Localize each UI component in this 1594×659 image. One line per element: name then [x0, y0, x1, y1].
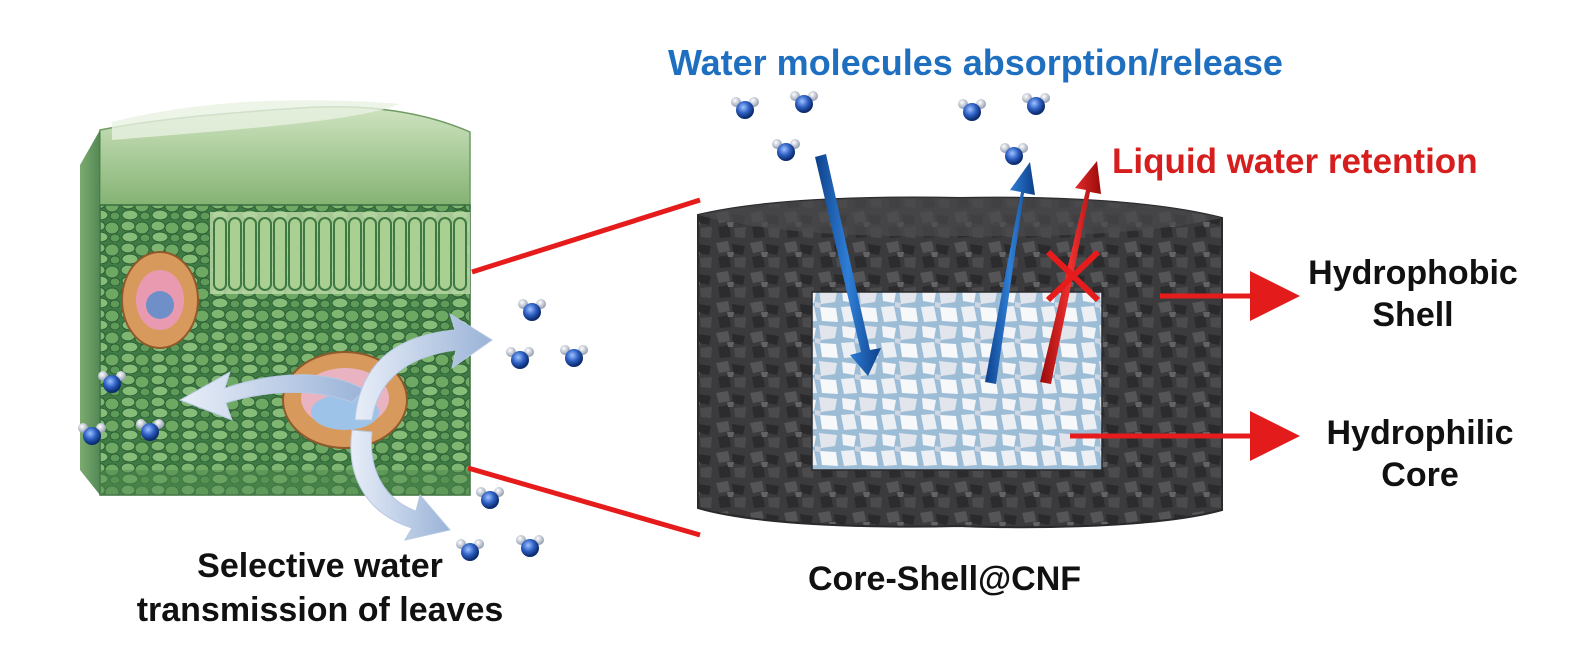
water-molecule: [560, 345, 588, 367]
water-molecule: [772, 139, 800, 161]
palisade-cell: [423, 217, 437, 291]
core-shell-block: [697, 196, 1223, 529]
palisade-cell: [348, 217, 362, 291]
palisade-cell: [393, 217, 407, 291]
palisade-cell: [318, 217, 332, 291]
hydrophilic-line1: Hydrophilic: [1326, 414, 1514, 452]
hydrophobic-line1: Hydrophobic: [1308, 254, 1518, 292]
liquid-retention-label: Liquid water retention: [1112, 142, 1478, 181]
palisade-cell: [303, 217, 317, 291]
vapor-in-arrow: [815, 154, 881, 376]
palisade-cell: [258, 217, 272, 291]
transmission-arrows: [178, 312, 493, 541]
water-molecule: [1000, 143, 1028, 165]
palisade-cell: [228, 217, 242, 291]
leaf-line1: Selective water: [197, 547, 443, 585]
water-molecule: [518, 299, 546, 321]
zoom-line-bottom: [467, 465, 701, 538]
hydrophobic-line2: Shell: [1372, 296, 1454, 334]
hydrophilic-line2: Core: [1381, 456, 1459, 494]
zoom-line-top: [471, 197, 701, 275]
water-molecule: [1022, 93, 1050, 115]
water-molecule: [731, 97, 759, 119]
water-molecule: [790, 91, 818, 113]
vapor-out-arrow: [985, 162, 1035, 384]
palisade-cell: [243, 217, 257, 291]
water-molecule: [516, 535, 544, 557]
palisade-cell: [213, 217, 227, 291]
palisade-cell: [333, 217, 347, 291]
palisade-cell: [453, 217, 467, 291]
leaf-line2: transmission of leaves: [136, 591, 504, 629]
palisade-cell: [288, 217, 302, 291]
water-molecule: [476, 487, 504, 509]
palisade-cell: [363, 217, 377, 291]
leaf-cross-section: [80, 100, 493, 541]
hydrophobic-shell-label: Hydrophobic Shell: [1283, 252, 1543, 336]
palisade-cell: [273, 217, 287, 291]
water-molecule: [506, 347, 534, 369]
palisade-cell: [438, 217, 452, 291]
water-molecule: [136, 419, 164, 441]
water-molecules: [78, 91, 1050, 561]
palisade-cell: [408, 217, 422, 291]
palisade-cell: [378, 217, 392, 291]
water-vapor-arrows: [815, 154, 1035, 384]
water-molecule: [98, 371, 126, 393]
water-molecule: [958, 99, 986, 121]
water-absorption-label: Water molecules absorption/release: [668, 42, 1283, 83]
water-molecule: [78, 423, 106, 445]
core-shell-caption: Core-Shell@CNF: [808, 560, 1082, 598]
leaf-caption: Selective water transmission of leaves: [70, 544, 570, 632]
hydrophilic-core-label: Hydrophilic Core: [1290, 412, 1550, 496]
liquid-retention-arrow: [1040, 161, 1101, 384]
water-molecule: [456, 539, 484, 561]
